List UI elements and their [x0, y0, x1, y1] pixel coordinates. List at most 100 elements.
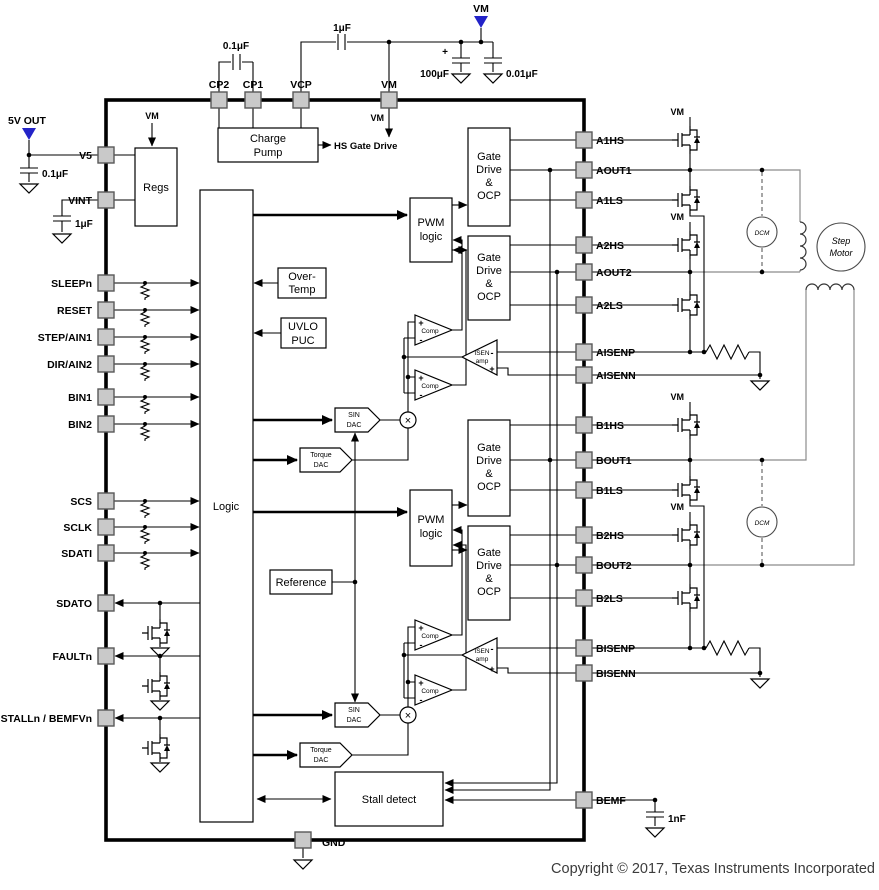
signal-arrows [114, 108, 576, 804]
gate-drive-label: Drive [476, 560, 502, 572]
pin-label: BEMF [596, 795, 626, 807]
pin-b1ls: B1LS [575, 481, 623, 499]
stall-detect-label: Stall detect [362, 794, 416, 806]
gate-drive-label: Gate [477, 252, 501, 264]
cap-vcp-label: 1μF [333, 23, 351, 34]
over-temp-label: Temp [289, 284, 316, 296]
ground-icon [483, 73, 503, 84]
gate-drive-label: Gate [477, 151, 501, 163]
vm-supply-label: VM [473, 3, 489, 15]
gate-drive-label: Drive [476, 455, 502, 467]
pwm-label: logic [420, 231, 443, 243]
minus-sign: - [420, 640, 423, 650]
pin-label: A1LS [596, 195, 623, 207]
multiplier-icon [399, 411, 417, 429]
open-drain-outputs [141, 618, 171, 773]
pin-label: BISENN [596, 668, 636, 680]
gate-drive-label: OCP [477, 291, 501, 303]
pin-bisenn: BISENN [575, 664, 636, 682]
pins-right: A1HS AOUT1 A1LS A2HS AOUT2 A2LS AISENP A… [575, 131, 636, 809]
pin-reset: RESET [57, 301, 115, 319]
multiply-sign: × [405, 415, 411, 427]
cap-polarity-plus: + [442, 47, 448, 58]
pin-label: CP1 [243, 79, 264, 91]
pwm-logic-a-block: PWM logic [409, 197, 453, 263]
vm-rail-label: VM [371, 113, 385, 123]
pin-sdato: SDATO [56, 594, 115, 612]
pin-label: B1HS [596, 420, 624, 432]
junction-dots [26, 39, 765, 803]
gate-drive-label: Gate [477, 442, 501, 454]
pin-a2ls: A2LS [575, 296, 623, 314]
comparator-icon [414, 369, 454, 401]
comp-label: Comp [421, 688, 439, 695]
isen-amp-icon [460, 637, 498, 674]
gate-drive-label: Gate [477, 547, 501, 559]
charge-pump-block: Charge Pump HS Gate Drive VM [217, 113, 397, 163]
sin-dac-icon [334, 702, 381, 728]
pin-vint: VINT [68, 191, 115, 209]
top-power: VM 1μF 0.1μF + 100μF 0.01μF [218, 3, 538, 92]
torque-dac-label: Torque [310, 747, 332, 754]
pin-label: SDATO [56, 598, 92, 610]
minus-sign: - [491, 348, 494, 358]
pin-bout2: BOUT2 [575, 556, 632, 574]
pwm-label: logic [420, 528, 443, 540]
pin-bout1: BOUT1 [575, 451, 632, 469]
mosfet-b1hs-icon [671, 410, 701, 440]
pin-step-ain1: STEP/AIN1 [38, 328, 115, 346]
ground-icon [750, 380, 770, 391]
gate-drive-a1-block: Gate Drive & OCP [467, 127, 511, 227]
cap-v5-label: 0.1μF [42, 169, 68, 180]
pin-stalln-bemfvn: STALLn / BEMFVn [1, 709, 115, 727]
reference-label: Reference [276, 577, 327, 589]
dacs-and-multipliers: SIN DAC Torque DAC SIN DAC Torque DAC × … [299, 407, 417, 768]
pin-label: BIN2 [68, 419, 92, 431]
gate-drive-label: & [485, 177, 493, 189]
pin-label: BIN1 [68, 392, 92, 404]
mosfet-b2hs-icon [671, 520, 701, 550]
pin-a1hs: A1HS [575, 131, 624, 149]
pin-cp1: CP1 [243, 79, 264, 109]
gate-drive-label: OCP [477, 586, 501, 598]
isen-amp-label: ISEN [474, 350, 489, 357]
cap-vm-bulk-label: 100μF [420, 69, 449, 80]
torque-dac-label: DAC [314, 462, 329, 469]
minus-sign: - [420, 335, 423, 345]
vm-rail-label: VM [671, 212, 685, 222]
copyright-text: Copyright © 2017, Texas Instruments Inco… [551, 861, 875, 877]
pin-label: AISENN [596, 370, 636, 382]
dc-motor-b: DCM [746, 506, 778, 538]
sin-dac-label: SIN [348, 412, 360, 419]
comp-label: Comp [421, 328, 439, 335]
mosfet-a1hs-icon [671, 125, 701, 155]
pin-aout1: AOUT1 [575, 161, 632, 179]
cap-vm-bypass-label: 0.01μF [506, 69, 538, 80]
pin-vcp: VCP [290, 79, 312, 109]
sin-dac-label: DAC [347, 717, 362, 724]
step-motor-label: Step [832, 236, 851, 246]
internal-wiring [114, 108, 576, 756]
v5-supply-arrow-icon [22, 128, 36, 140]
pin-label: V5 [79, 150, 92, 162]
pin-a1ls: A1LS [575, 191, 623, 209]
open-drain-fet-icon [141, 618, 171, 648]
pin-label: SCS [70, 496, 92, 508]
pin-aout2: AOUT2 [575, 263, 632, 281]
sin-dac-label: SIN [348, 707, 360, 714]
pin-v5: V5 [79, 146, 115, 164]
pin-label: AOUT2 [596, 267, 632, 279]
ground-icon [750, 678, 770, 689]
pin-label: SCLK [63, 522, 92, 534]
ground-icon [645, 827, 665, 838]
gate-drive-label: & [485, 278, 493, 290]
pin-bemf: BEMF [575, 791, 626, 809]
isen-amp-icon [460, 339, 498, 376]
pin-label: SDATI [61, 548, 92, 560]
pin-sdati: SDATI [61, 544, 115, 562]
vm-supply-arrow-icon [474, 16, 488, 28]
stall-detect-block: Stall detect [334, 771, 444, 827]
gate-drive-label: & [485, 468, 493, 480]
isen-amp-label: ISEN [474, 648, 489, 655]
